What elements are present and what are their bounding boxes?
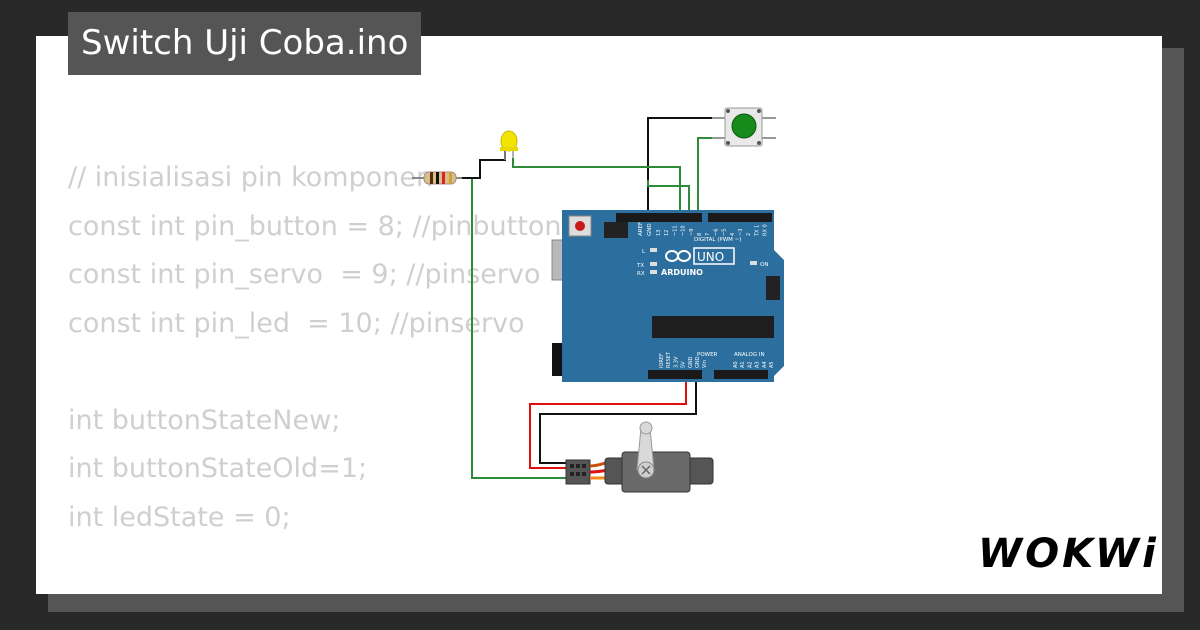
wire-pin9 [647, 180, 690, 215]
wokwi-logo: WOKWi [978, 531, 1159, 577]
arduino-uno-board[interactable]: UNO ARDUINO DIGITAL (PWM ~) POWER ANALOG… [551, 210, 784, 382]
pushbutton[interactable] [712, 107, 776, 147]
digital-label: DIGITAL (PWM ~) [694, 237, 741, 243]
code-line: const int pin_servo = 9; //pinservo [68, 259, 541, 290]
tx-label: TX [636, 263, 644, 269]
gnd-label: GND [647, 223, 653, 236]
aref-label: AREF [638, 222, 644, 236]
wire-gnd-servo [539, 375, 697, 464]
power-label: POWER [697, 352, 718, 358]
pin-label: 13 [656, 230, 662, 236]
wire-led-pin10 [512, 158, 681, 215]
pin-label: A4 [762, 361, 768, 368]
pin-label: ~5 [722, 229, 728, 236]
rx-label: RX [637, 271, 645, 277]
code-line: int ledState = 0; [68, 501, 291, 533]
pin-label: 2 [746, 233, 752, 236]
resistor[interactable] [412, 171, 462, 185]
pin-label: IOREF [659, 353, 665, 368]
pin-label: ~9 [689, 229, 695, 236]
code-line: // inisialisasi pin komponen [68, 162, 434, 193]
code-background: // inisialisasi pin komponen const int pi… [68, 154, 561, 594]
code-line: int buttonStateOld=1; [68, 453, 368, 484]
pin-label: ~10 [681, 225, 687, 236]
pin-label: RX 0 [763, 224, 769, 236]
servo-motor[interactable] [565, 421, 714, 493]
code-line: const int pin_button = 8; //pinbutton [68, 210, 562, 242]
pin-label: 3.3V [673, 356, 679, 368]
pin-label: TX 1 [754, 225, 760, 237]
pin-label: ~11 [672, 225, 678, 236]
pin-label: ~3 [738, 229, 744, 236]
pin-label: 7 [705, 233, 711, 236]
wire-led-gnd [457, 150, 506, 179]
wire-resistor-servo [471, 178, 568, 479]
pin-label: RESET [666, 351, 672, 368]
led-yellow[interactable] [500, 130, 518, 160]
pin-label: Vin [702, 360, 708, 368]
code-line: int buttonStateNew; [68, 404, 341, 436]
wire-5v-servo [529, 375, 687, 469]
project-title: Switch Uji Coba.ino [68, 12, 422, 75]
pin-label: 4 [730, 233, 736, 236]
wire-button-pin8 [697, 137, 720, 215]
pin-label: A2 [747, 361, 753, 368]
pin-label: A3 [755, 361, 761, 368]
pin-label: GND [695, 356, 701, 368]
pin-label: GND [688, 356, 694, 368]
pin-label: ~6 [713, 229, 719, 236]
pin-label: A5 [769, 361, 775, 368]
l-label: L [642, 249, 646, 255]
pin-label: 5V [681, 361, 687, 368]
pin-label: 12 [664, 230, 670, 236]
pin-label: A1 [740, 361, 746, 368]
pin-label: A0 [733, 361, 739, 368]
code-line: const int pin_led = 10; //pinservo [68, 307, 525, 339]
pin-label: 8 [697, 233, 703, 236]
board-model: UNO [697, 250, 724, 264]
analog-label: ANALOG IN [734, 352, 765, 358]
on-label: ON [760, 262, 768, 268]
board-brand: ARDUINO [661, 268, 703, 277]
